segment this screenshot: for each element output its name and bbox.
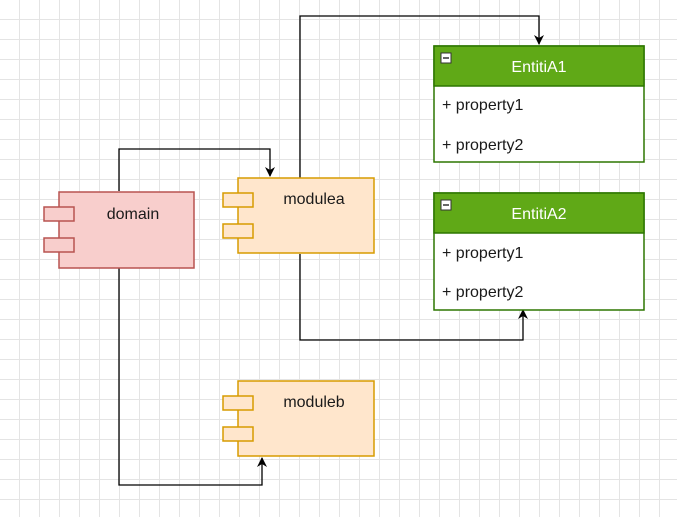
class-entitia2-property: + property1 xyxy=(442,245,523,262)
edge-domain-to-moduleb[interactable] xyxy=(118,268,267,486)
edge-modulea-to-entitia2[interactable] xyxy=(299,254,528,341)
class-entitia2-title: EntitiA2 xyxy=(511,206,566,223)
component-moduleb-label: moduleb xyxy=(283,394,344,411)
component-domain[interactable]: domain xyxy=(43,191,195,269)
component-moduleb-body xyxy=(237,380,375,457)
class-entitia1-title: EntitiA1 xyxy=(511,59,566,76)
class-entitia2[interactable]: EntitiA2 + property1 + property2 xyxy=(433,192,645,311)
edges xyxy=(118,15,544,486)
class-entitia2-header xyxy=(433,192,645,234)
component-moduleb[interactable]: moduleb xyxy=(222,380,375,457)
component-moduleb-port-top xyxy=(222,395,254,411)
class-entitia1-header xyxy=(433,45,645,87)
component-domain-port-bottom xyxy=(43,237,75,253)
component-modulea-body xyxy=(237,177,375,254)
component-domain-label: domain xyxy=(107,206,159,223)
class-entitia2-property: + property2 xyxy=(442,284,523,301)
minus-box-icon[interactable] xyxy=(440,52,452,64)
class-entitia1-property: + property2 xyxy=(442,137,523,154)
component-modulea-port-bottom xyxy=(222,223,254,239)
minus-box-icon[interactable] xyxy=(440,199,452,211)
edge-domain-to-modulea[interactable] xyxy=(118,148,275,191)
component-modulea-label: modulea xyxy=(283,191,344,208)
component-domain-body xyxy=(58,191,195,269)
component-domain-port-top xyxy=(43,206,75,222)
component-modulea[interactable]: modulea xyxy=(222,177,375,254)
component-moduleb-port-bottom xyxy=(222,426,254,442)
class-entitia1[interactable]: EntitiA1 + property1 + property2 xyxy=(433,45,645,163)
component-modulea-port-top xyxy=(222,192,254,208)
class-entitia1-property: + property1 xyxy=(442,97,523,114)
edge-modulea-to-entitia1[interactable] xyxy=(299,15,544,178)
